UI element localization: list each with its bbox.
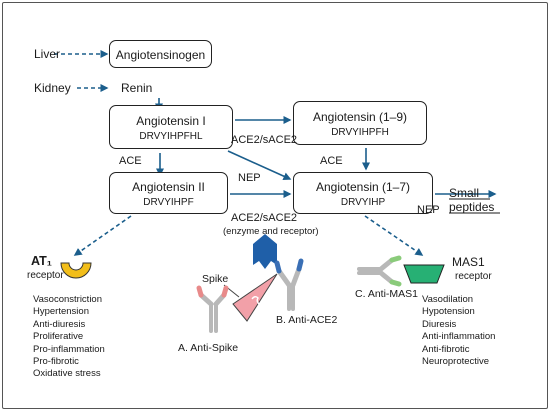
angiotensin-1-9-name: Angiotensin (1–9) — [312, 110, 408, 124]
mas1-dashed-arrow — [364, 215, 424, 256]
list-item: Proliferative — [33, 331, 84, 343]
ace2-receptor-label: ACE2/sACE2 — [231, 212, 298, 224]
kidney-label: Kidney — [34, 81, 71, 95]
at1-receptor-sub: receptor — [27, 270, 64, 281]
anti-mas1-label: C. Anti-MAS1 — [355, 288, 419, 300]
list-item: Vasodilation — [422, 294, 474, 305]
nep-arrow-diagonal — [227, 150, 292, 180]
list-item: Diuresis — [422, 318, 457, 330]
ace2-label-top: ACE2/sACE2 — [231, 134, 298, 146]
list-item: Pro-inflammation — [33, 343, 105, 355]
at1-effects-list: Vasoconstriction Hypertension Anti-diure… — [33, 294, 105, 381]
mas1-receptor-sub: receptor — [455, 271, 492, 282]
list-item: Hypotension — [422, 306, 475, 318]
list-item: Neuroprotective — [422, 356, 490, 368]
anti-ace2-antibody-icon — [274, 258, 304, 311]
ace2-receptor-sublabel: (enzyme and receptor) — [223, 226, 319, 237]
angiotensin-1-9-sequence: DRVYIHPFH — [331, 127, 389, 138]
at1-receptor-name: AT₁ — [31, 254, 52, 268]
list-item: Anti-fibrotic — [422, 343, 470, 355]
small-peptides-line1: Small — [449, 186, 480, 200]
anti-ace2-label: B. Anti-ACE2 — [276, 314, 338, 326]
small-peptides-line2: peptides — [449, 200, 495, 214]
list-item: Vasoconstriction — [33, 294, 102, 305]
diagram-graphics — [54, 50, 500, 333]
list-item: Pro-fibrotic — [33, 356, 79, 368]
anti-spike-label: A. Anti-Spike — [178, 342, 239, 354]
angiotensinogen-label: Angiotensinogen — [115, 48, 206, 62]
mas1-effects-list: Vasodilation Hypotension Diuresis Anti-i… — [422, 294, 495, 368]
ace-label-left: ACE — [119, 155, 142, 167]
angiotensin-2-box: Angiotensin II DRVYIHPF — [109, 172, 228, 214]
angiotensin-1-7-sequence: DRVYIHP — [340, 197, 386, 208]
spike-label: Spike — [202, 273, 229, 285]
anti-mas1-antibody-icon — [357, 255, 402, 287]
angiotensin-1-9-box: Angiotensin (1–9) DRVYIHPFH — [293, 101, 427, 145]
mas1-receptor-icon — [403, 264, 445, 284]
list-item: Oxidative stress — [33, 368, 101, 380]
ace-label-right: ACE — [320, 155, 343, 167]
liver-label: Liver — [34, 47, 61, 61]
angiotensin-1-name: Angiotensin I — [136, 114, 206, 128]
at1-dashed-arrow — [73, 215, 132, 256]
angiotensinogen-box: Angiotensinogen — [109, 40, 212, 68]
angiotensin-2-sequence: DRVYIHPF — [143, 197, 194, 208]
spike-protein-icon — [232, 273, 278, 322]
list-item: Hypertension — [33, 306, 89, 318]
angiotensin-1-7-name: Angiotensin (1–7) — [315, 180, 411, 194]
angiotensin-1-box: Angiotensin I DRVYIHPFHL — [109, 105, 233, 149]
mas1-receptor-name: MAS1 — [452, 255, 485, 269]
ace2-receptor-icon — [253, 234, 277, 269]
angiotensin-1-sequence: DRVYIHPFHL — [139, 131, 203, 142]
angiotensin-1-7-box: Angiotensin (1–7) DRVYIHP — [293, 172, 433, 214]
list-item: Anti-inflammation — [422, 331, 496, 343]
angiotensin-2-name: Angiotensin II — [132, 180, 205, 194]
nep-label-mid: NEP — [238, 172, 261, 184]
at1-receptor-icon — [60, 262, 92, 279]
list-item: Anti-diuresis — [33, 318, 86, 330]
renin-label: Renin — [121, 81, 153, 95]
anti-spike-antibody-icon — [196, 285, 229, 333]
nep-label-right: NEP — [417, 204, 440, 216]
